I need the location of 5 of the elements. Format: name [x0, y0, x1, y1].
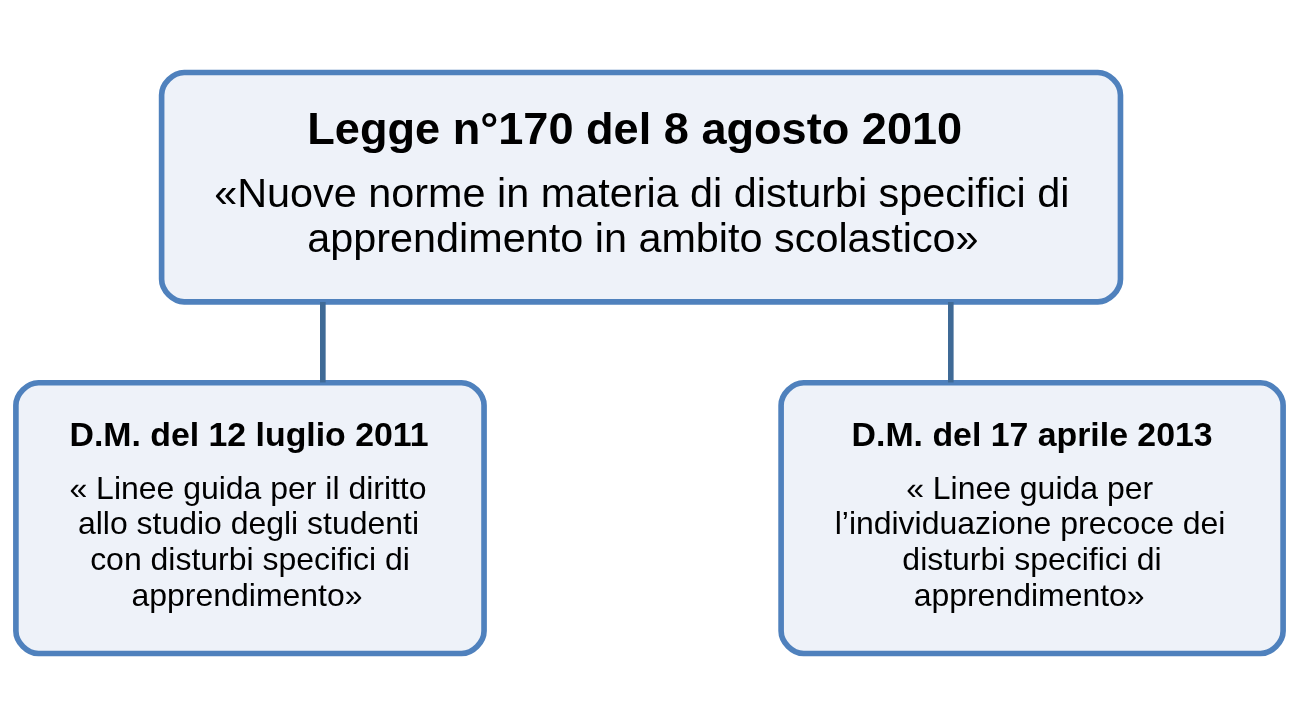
connector [320, 302, 326, 383]
node-box: Legge n°170 del 8 agosto 2010 «Nuove norme in materia di disturbi specifici di apprendimento in ambito scolastico» [158, 69, 1124, 305]
node-box: D.M. del 12 luglio 2011 « Linee guida per il diritto allo studio degli studenti con disturbi specifici di apprendimento» [13, 379, 487, 657]
connector [947, 302, 954, 383]
node-box: D.M. del 17 aprile 2013 « Linee guida per l’individuazione precoce dei disturbi specifici di apprendimento» [778, 379, 1286, 657]
